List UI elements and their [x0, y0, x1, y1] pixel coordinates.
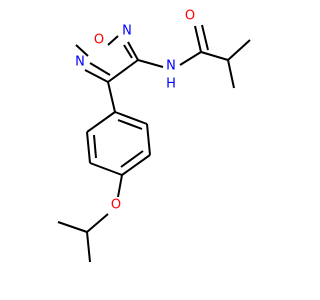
- molecule-structure-diagram: O N N N H O O: [57, 8, 251, 263]
- benzene-bond-5: [86, 131, 91, 164]
- benzene-bond-1: [114, 111, 148, 125]
- bond-o-n-right: [107, 35, 119, 46]
- carbonyl-oxygen-label: O: [185, 9, 195, 24]
- bond-isopropyl-methyl-up: [227, 39, 251, 61]
- benzene-inner-double-1: [117, 119, 143, 130]
- bond-carbonyl-c-o: [194, 25, 202, 53]
- bond-c-aryl-c-amide: [107, 59, 139, 83]
- ether-oxygen-label: O: [111, 198, 121, 213]
- bond-o-n-left: [75, 44, 89, 57]
- benzene-bond-3: [121, 154, 151, 176]
- bond-carbonyl-isopropyl: [200, 51, 229, 61]
- bond-oxadiazole-phenyl: [107, 81, 116, 113]
- bond-c-amide-n-right-double: [123, 44, 133, 59]
- bond-c-ring-n-h: [137, 59, 164, 68]
- bond-c-amide-n-right: [127, 41, 139, 61]
- isobutyramide-chain: [137, 24, 251, 89]
- ring-nitrogen-left-label: N: [75, 55, 85, 70]
- benzene-ring: [86, 111, 151, 176]
- bond-o-isopropyl-ch: [86, 213, 109, 233]
- ring-oxygen-label: O: [94, 33, 104, 48]
- oxadiazole-ring: [75, 35, 139, 83]
- bond-isopropyl-methyl-down: [227, 59, 235, 89]
- benzene-inner-double-3: [93, 134, 97, 159]
- amide-hydrogen-label: H: [166, 77, 176, 92]
- bond-isopropyl-methyl-right: [86, 231, 91, 263]
- benzene-bond-2: [146, 123, 151, 156]
- benzene-inner-double-2: [120, 150, 144, 168]
- isopropoxy-group: [57, 174, 123, 263]
- bond-phenyl-o: [117, 174, 123, 198]
- bond-n-h-c-carbonyl: [179, 51, 202, 66]
- bond-n-left-c-aryl: [84, 69, 109, 83]
- benzene-bond-4: [89, 162, 123, 176]
- benzene-bond-6: [86, 111, 116, 133]
- bond-n-left-c-aryl-double: [89, 62, 111, 76]
- bond-isopropyl-methyl-left: [57, 221, 88, 233]
- amide-nitrogen-label: N: [166, 59, 176, 74]
- ring-nitrogen-right-label: N: [122, 24, 132, 39]
- bond-carbonyl-c-o-double: [201, 24, 209, 51]
